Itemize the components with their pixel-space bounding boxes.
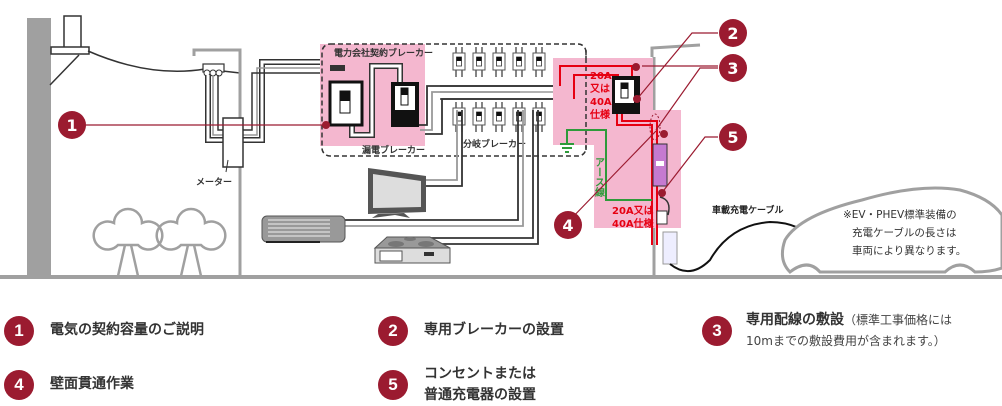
legend-item-4: 4 壁面貫通作業 [4, 370, 134, 400]
tree-icon [92, 207, 227, 277]
legend-title-line1: コンセントまたは [424, 366, 536, 382]
service-drop-wire [87, 50, 241, 74]
legend-item-2: 2 専用ブレーカーの設置 [378, 316, 564, 346]
car-icon [780, 186, 1002, 274]
svg-text:20A: 20A [590, 71, 612, 82]
legend-note-line2: 10mまでの敷設費用が含まれます。） [746, 334, 946, 348]
legend-badge: 2 [378, 316, 408, 346]
leakage-breaker-label: 漏電ブレーカー [362, 144, 425, 156]
ev-charging-installation-diagram: メーター 電力会社契約ブレーカー 漏電ブレーカー 分岐ブレーカー [0, 15, 1002, 279]
branch-breaker-label: 分岐ブレーカー [463, 138, 526, 150]
svg-text:又は: 又は [589, 83, 610, 95]
legend-badge: 4 [4, 370, 34, 400]
meter-label: メーター [196, 176, 232, 188]
svg-text:40A: 40A [590, 97, 612, 108]
earth-wire-label: アース線 [593, 157, 605, 198]
car-note: ※EV・PHEV標準装備の 充電ケーブルの長さは 車両により異なります。 [843, 208, 966, 257]
insulator-icon [202, 63, 225, 77]
meter-wiring [205, 59, 330, 143]
callout-dots [322, 63, 668, 197]
svg-text:2: 2 [727, 24, 738, 43]
marker-4: 4 [554, 211, 582, 239]
marker-1: 1 [58, 111, 86, 139]
air-conditioner-icon [261, 215, 346, 243]
onboard-cable-label: 車載充電ケーブル [712, 204, 783, 216]
branch-breaker-icon [492, 47, 506, 77]
legend-badge: 3 [702, 316, 732, 346]
legend-title-main: 専用配線の敷設 [746, 312, 844, 328]
spec-label-top: 20A 又は 40A 仕様 [589, 71, 612, 121]
leakage-breaker-icon [391, 82, 419, 127]
svg-text:車両により異なります。: 車両により異なります。 [852, 244, 966, 257]
svg-text:1: 1 [66, 116, 77, 135]
callout-lines [86, 32, 718, 223]
svg-text:20A又は: 20A又は [612, 205, 654, 217]
legend-badge: 5 [378, 370, 408, 400]
meter-icon [222, 117, 244, 173]
legend-title: 壁面貫通作業 [50, 376, 134, 392]
svg-text:3: 3 [727, 59, 738, 78]
branch-breaker-icon [452, 102, 466, 132]
legend-item-1: 1 電気の契約容量のご説明 [4, 316, 204, 346]
utility-pole-icon [27, 15, 90, 276]
branch-breaker-icon [532, 47, 546, 77]
legend-item-5: 5 コンセントまたは 普通充電器の設置 [378, 366, 536, 406]
marker-2: 2 [719, 19, 747, 47]
legend-title: コンセントまたは 普通充電器の設置 [424, 364, 536, 406]
svg-text:5: 5 [727, 128, 738, 147]
legend-title: 専用配線の敷設（標準工事価格には 10mまでの敷設費用が含まれます。） [746, 310, 952, 352]
contract-breaker-label: 電力会社契約ブレーカー [334, 47, 433, 59]
spec-label-bottom: 20A又は 40A仕様 [612, 205, 655, 230]
marker-5: 5 [719, 123, 747, 151]
svg-text:40A仕様: 40A仕様 [612, 217, 655, 230]
cooktop-icon [373, 236, 451, 264]
branch-breaker-icon [472, 47, 486, 77]
marker-3: 3 [719, 54, 747, 82]
legend-note: （標準工事価格には [844, 313, 953, 327]
legend-title-line2: 普通充電器の設置 [424, 387, 536, 403]
branch-breakers [440, 47, 556, 132]
svg-text:※EV・PHEV標準装備の: ※EV・PHEV標準装備の [843, 208, 957, 221]
svg-text:4: 4 [562, 216, 573, 235]
tv-icon [368, 168, 426, 218]
earth-wire [560, 129, 652, 201]
branch-breaker-icon [492, 102, 506, 132]
svg-text:充電ケーブルの長さは: 充電ケーブルの長さは [852, 226, 956, 239]
dedicated-breaker-icon [612, 76, 640, 114]
svg-text:仕様: 仕様 [589, 108, 611, 121]
branch-breaker-icon [532, 102, 546, 132]
ground-line [0, 275, 1002, 279]
branch-breaker-icon [512, 47, 526, 77]
legend-title: 専用ブレーカーの設置 [424, 322, 564, 338]
branch-breaker-icon [512, 102, 526, 132]
appliance-wiring [345, 110, 539, 245]
wall-penetration-marker [649, 113, 661, 141]
contract-breaker-icon [328, 80, 364, 127]
legend-title: 電気の契約容量のご説明 [50, 322, 204, 338]
outlet-icon [652, 143, 668, 187]
branch-breaker-icon [452, 47, 466, 77]
legend-item-3: 3 専用配線の敷設（標準工事価格には 10mまでの敷設費用が含まれます。） [702, 312, 952, 352]
branch-breaker-icon [472, 102, 486, 132]
legend-badge: 1 [4, 316, 34, 346]
